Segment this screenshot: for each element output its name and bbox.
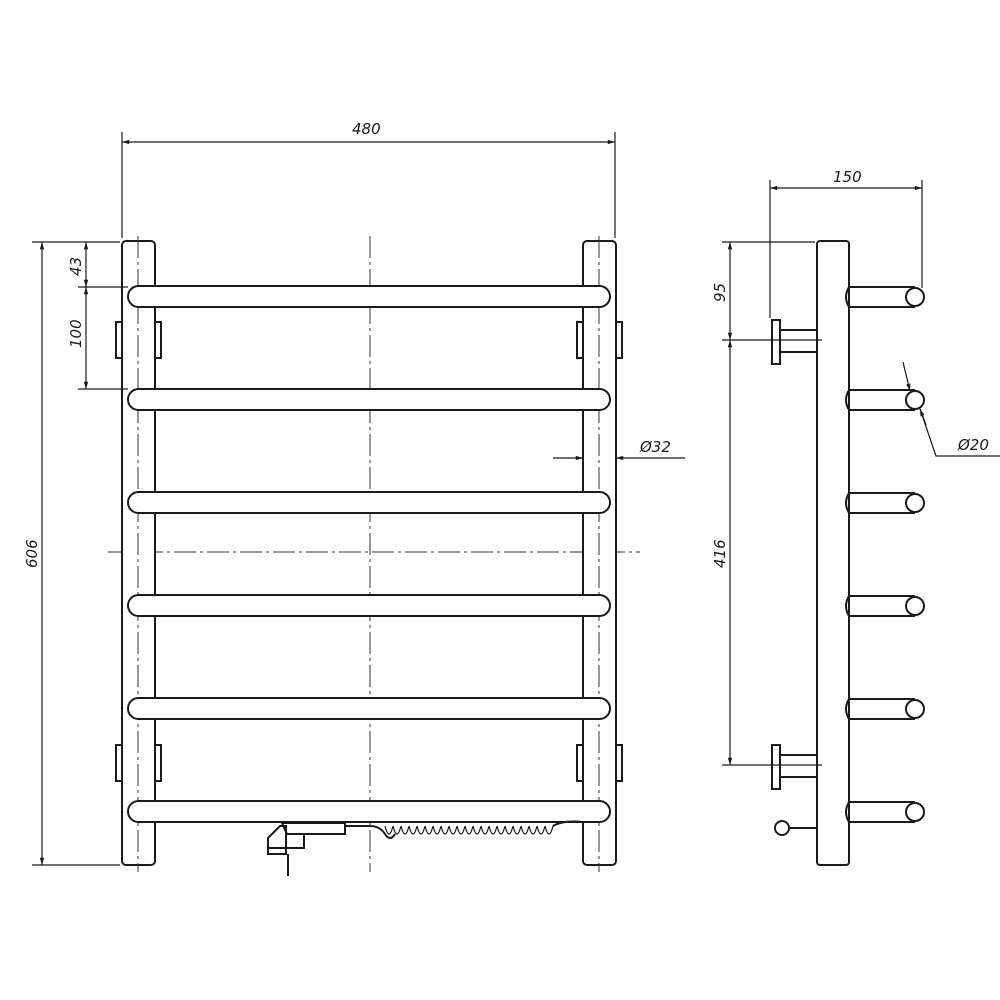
- dimension-rung-diameter: Ø20: [902, 361, 1000, 457]
- rung: [127, 800, 611, 823]
- dimension-depth: 150: [769, 168, 923, 318]
- rung: [127, 285, 611, 308]
- side-post: [816, 240, 850, 866]
- rung: [127, 697, 611, 720]
- right-post: [576, 236, 623, 872]
- bracket-top-label: 95: [711, 283, 729, 302]
- side-rung: [845, 801, 925, 823]
- side-rungs: [845, 286, 925, 823]
- bracket-spacing-label: 416: [711, 539, 729, 568]
- wall-brackets: [771, 319, 818, 836]
- side-rung: [845, 286, 925, 308]
- dimension-height: 606: [23, 241, 120, 866]
- rung-diameter-label: Ø20: [957, 436, 989, 454]
- dimension-brackets: 95 416: [711, 241, 822, 766]
- dimension-width: 480: [121, 120, 616, 238]
- side-rung: [845, 389, 925, 411]
- rung-pitch-label: 100: [67, 319, 85, 348]
- left-post: [115, 236, 162, 872]
- rung: [127, 388, 611, 411]
- dimension-rung-offsets: 43 100: [67, 242, 128, 390]
- tube-diameter-label: Ø32: [639, 438, 671, 456]
- rung: [127, 594, 611, 617]
- side-view: 150 95 416 Ø20: [711, 168, 1000, 866]
- side-rung: [845, 595, 925, 617]
- depth-label: 150: [833, 168, 862, 186]
- side-rung: [845, 492, 925, 514]
- rung: [127, 491, 611, 514]
- power-cord: [267, 820, 584, 876]
- height-label: 606: [23, 539, 41, 568]
- rungs: [127, 285, 611, 823]
- width-label: 480: [352, 120, 381, 138]
- front-view: 480 606 43 100 Ø32: [23, 120, 685, 876]
- side-rung: [845, 698, 925, 720]
- top-offset-label: 43: [67, 257, 85, 276]
- dimension-tube-diameter: Ø32: [553, 438, 685, 461]
